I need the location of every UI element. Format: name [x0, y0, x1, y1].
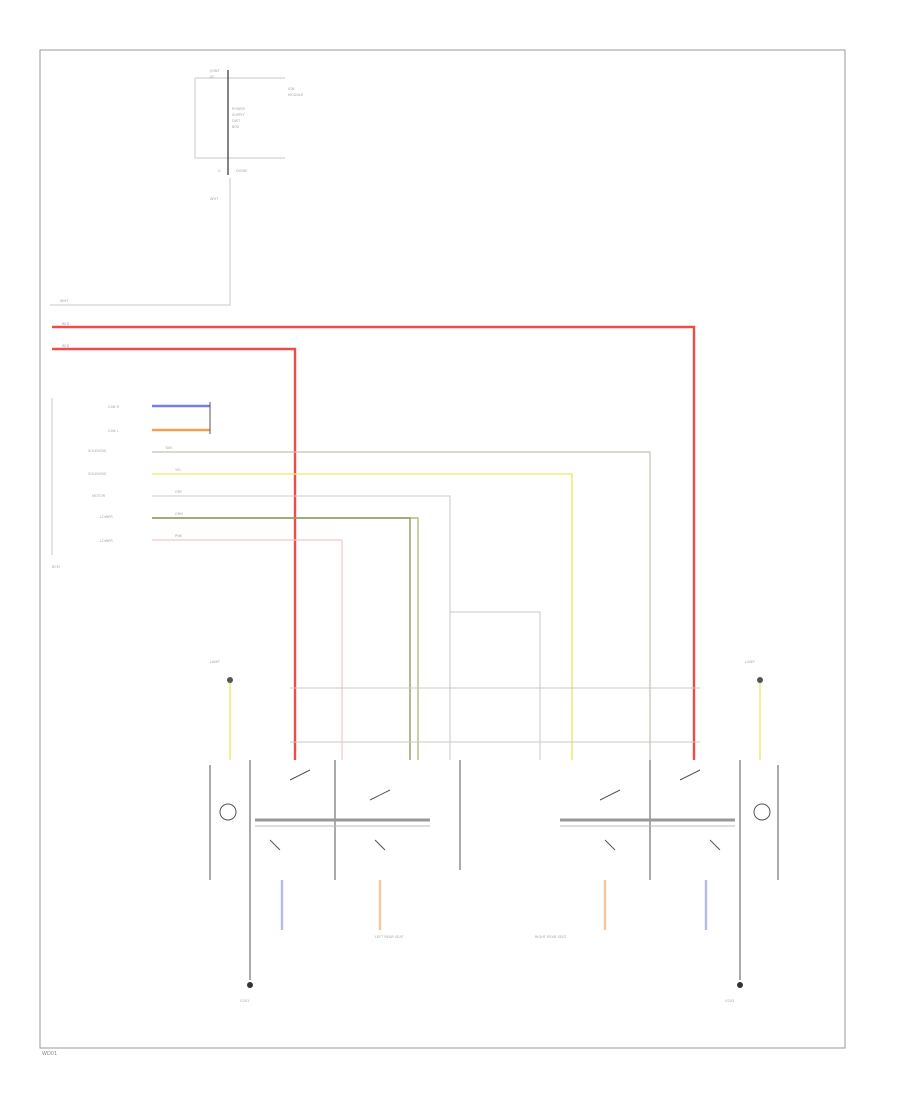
wire-white-top	[50, 178, 231, 306]
right-ground-icon	[737, 982, 743, 988]
left-pin-labels: CAN H CAN L SOLENOID SOLENOID MOTOR LOWE…	[88, 405, 120, 543]
left-module-sub	[52, 571, 53, 575]
footer-code: WD01	[42, 1051, 57, 1057]
top-module: JOINT J/C IGN MODULE POWER SUPPLY DIST B…	[194, 69, 303, 201]
pin-label-can-h: CAN H	[108, 405, 120, 409]
left-lamp-bulb-icon	[219, 803, 237, 821]
left-lamp-label: LAMP	[210, 660, 220, 664]
red-label-2: RED	[62, 344, 70, 348]
top-side2-label: MODULE	[288, 93, 303, 97]
right-lamp-ground-icon	[757, 677, 763, 683]
right-switch-label: RIGHT REAR SEAT	[535, 935, 567, 939]
pin-label-motor: MOTOR	[92, 494, 106, 498]
h-lbl-3: GRY	[175, 490, 183, 494]
pin-label-solenoid-1: SOLENOID	[88, 449, 107, 453]
left-lamp-assembly: LAMP	[209, 660, 237, 880]
h-lbl-4: GRN	[175, 512, 183, 516]
top-block4-label: BOX	[232, 125, 240, 129]
right-lamp-assembly: LAMP	[745, 660, 779, 880]
wire-red-1	[52, 325, 696, 760]
red-label-1: RED	[62, 322, 70, 326]
left-ground-label: G201	[240, 999, 249, 1003]
top-block1-label: POWER	[232, 107, 246, 111]
horizontal-wire-labels: TAN YEL GRY GRN PNK	[164, 446, 183, 538]
left-switch-assembly: LEFT REAR SEAT G201	[240, 760, 461, 1003]
pin-label-lower-2: LOWER	[100, 539, 113, 543]
wht-label-2: WHT	[60, 299, 69, 303]
wire-lower-1	[152, 517, 419, 760]
wire-solenoid-1	[152, 451, 651, 760]
top-side-label: IGN	[288, 87, 295, 91]
right-switch-assembly: RIGHT REAR SEAT G202	[535, 760, 743, 1003]
left-switch-label: LEFT REAR SEAT	[375, 935, 405, 939]
top-block3-label: DIST	[232, 119, 241, 123]
wire-solenoid-2	[152, 473, 573, 760]
wire-mid-upper	[450, 611, 541, 760]
ground-top-note: DIODE	[236, 169, 247, 173]
left-ground-icon	[247, 982, 253, 988]
top-block2-label: SUPPLY	[232, 113, 245, 117]
pin-label-lower-1: LOWER	[100, 515, 113, 519]
right-lamp-bulb-icon	[753, 803, 771, 821]
diagram-border	[39, 49, 846, 1049]
left-module-label: BCM	[52, 565, 60, 569]
top-junction-label: JOINT	[209, 69, 220, 73]
right-ground-label: G202	[725, 999, 734, 1003]
pin-label-solenoid-2: SOLENOID	[88, 472, 107, 476]
left-lamp-ground-icon	[227, 677, 233, 683]
wire-red-2	[52, 347, 297, 760]
h-lbl-2: YEL	[175, 468, 181, 472]
top-conn-label: J/C	[209, 75, 215, 79]
h-lbl-5: PNK	[175, 534, 183, 538]
h-lbl-1: TAN	[164, 446, 172, 450]
right-lamp-label: LAMP	[745, 660, 755, 664]
wire-lower-1b	[152, 517, 411, 760]
ground-top-label: G	[218, 169, 221, 173]
wire-lower-2	[152, 539, 343, 760]
pin-label-can-l: CAN L	[108, 429, 119, 433]
wire-motor	[152, 495, 451, 760]
wht-label-1: WHT	[210, 197, 219, 201]
